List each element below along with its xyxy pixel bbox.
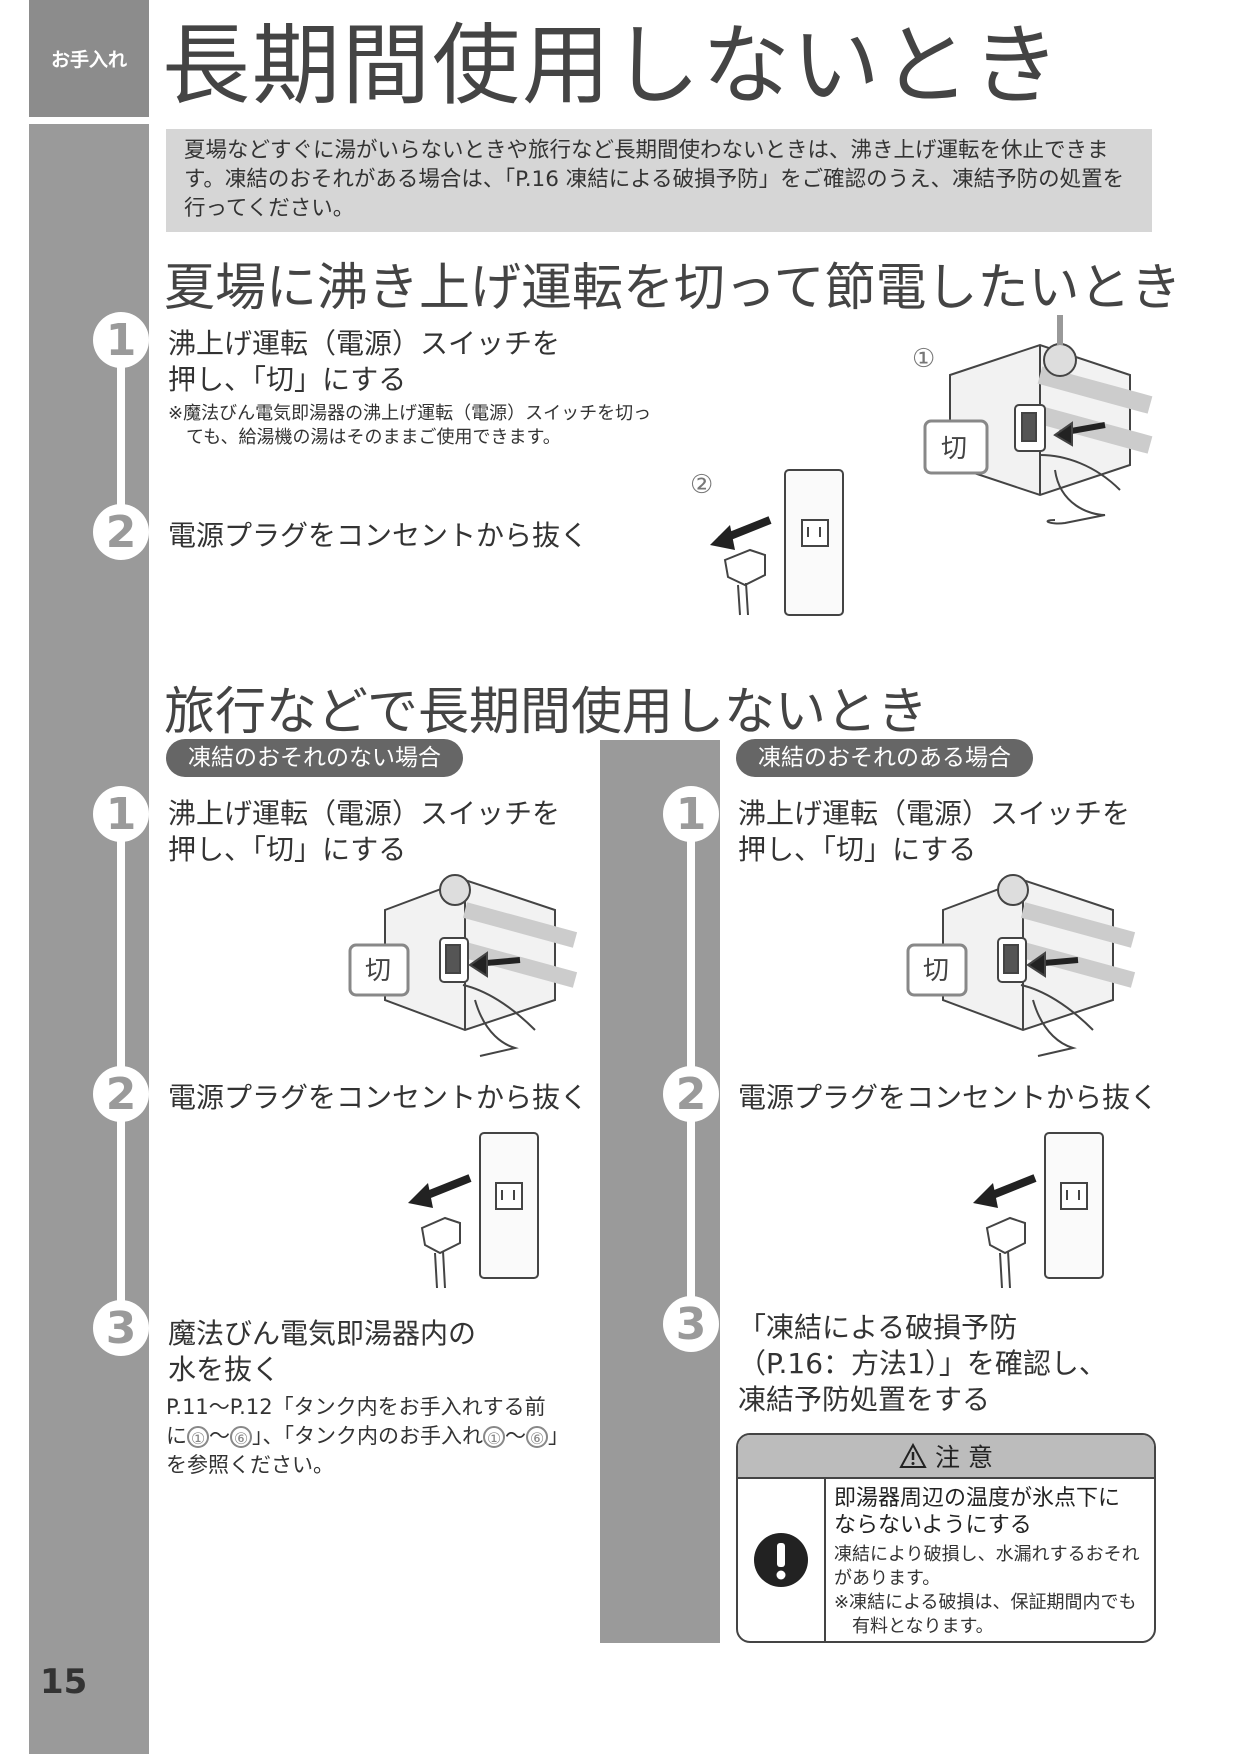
left-plug-illustration	[408, 1132, 539, 1289]
page-title: 長期間使用しないとき	[162, 14, 1063, 117]
note-text: 」、「タンク内のお手入れ	[252, 1424, 483, 1448]
right-step-1-title-l1: 沸上げ運転（電源）スイッチを	[738, 797, 1131, 830]
left-step-3-title-l2: 水を抜く	[168, 1353, 281, 1386]
caution-icon-cell	[738, 1479, 826, 1641]
left-step-2-number: 2	[93, 1066, 149, 1122]
summer-step-1-title-l1: 沸上げ運転（電源）スイッチを	[168, 327, 561, 360]
left-step-3-title-l1: 魔法びん電気即湯器内の	[168, 1317, 477, 1350]
left-step-3-title: 魔法びん電気即湯器内の 水を抜く	[168, 1316, 476, 1388]
warning-triangle-icon	[899, 1443, 927, 1468]
right-switch-illustration: 切	[906, 874, 1136, 1057]
left-step-3-note-line3: を参照ください。	[166, 1453, 334, 1477]
right-plug-illustration	[973, 1132, 1104, 1289]
left-fig-kiri: 切	[365, 956, 391, 986]
left-step-1-title-l2: 押し、「切」にする	[168, 833, 407, 866]
summer-heading: 夏場に沸き上げ運転を切って節電したいとき	[164, 259, 1182, 318]
right-step-2-title: 電源プラグをコンセントから抜く	[738, 1081, 1159, 1114]
caution-body: 即湯器周辺の温度が氷点下に ならないようにする 凍結により破損し、水漏れするおそ…	[738, 1479, 1154, 1641]
caution-text-l3: ※凍結による破損は、保証期間内でも	[834, 1592, 1137, 1613]
left-step-3-number: 3	[93, 1300, 149, 1356]
left-step-2-title: 電源プラグをコンセントから抜く	[168, 1081, 589, 1114]
ref-circle: ⑥	[230, 1426, 252, 1448]
intro-box: 夏場などすぐに湯がいらないときや旅行など長期間使わないときは、沸き上げ運転を休止…	[166, 129, 1152, 232]
summer-step-line	[117, 340, 125, 530]
summer-fig-label-1: ①	[912, 344, 935, 374]
summer-step-1-number: 1	[93, 312, 149, 368]
right-fig-kiri: 切	[923, 956, 949, 986]
pill-no-freeze: 凍結のおそれのない場合	[166, 739, 463, 777]
caution-box: 注 意 即湯器周辺の温度が氷点下に ならないようにする 凍結により破損し、水漏れ…	[736, 1433, 1156, 1643]
left-step-1-number: 1	[93, 786, 149, 842]
note-text: に	[166, 1424, 187, 1448]
page-number: 15	[40, 1662, 88, 1702]
left-switch-illustration: 切	[348, 874, 578, 1057]
summer-step-2-number: 2	[93, 504, 149, 560]
caution-text-l2: があります。	[834, 1568, 941, 1589]
summer-switch-illustration: ① 切	[912, 315, 1153, 525]
caution-head-label: 注 意	[935, 1443, 993, 1472]
caution-text-cell: 即湯器周辺の温度が氷点下に ならないようにする 凍結により破損し、水漏れするおそ…	[826, 1479, 1154, 1641]
summer-fig-kiri: 切	[941, 434, 967, 464]
summer-step-1-title: 沸上げ運転（電源）スイッチを 押し、「切」にする	[168, 326, 560, 398]
section-tag-label: お手入れ	[50, 49, 127, 71]
caution-title-l2: ならないようにする	[834, 1513, 1032, 1538]
left-step-3-note-line1: P.11〜P.12「タンク内をお手入れする前	[166, 1395, 546, 1419]
summer-step-2-title: 電源プラグをコンセントから抜く	[168, 519, 589, 552]
right-step-1-title-l2: 押し、「切」にする	[738, 833, 977, 866]
summer-step-1-note-l2: ても、給湯機の湯はそのままご使用できます。	[186, 427, 561, 448]
right-step-1-number: 1	[663, 786, 719, 842]
note-text: 〜	[209, 1424, 230, 1448]
summer-plug-illustration: ②	[690, 469, 844, 616]
summer-step-1-note: ※魔法びん電気即湯器の沸上げ運転（電源）スイッチを切っ ても、給湯機の湯はそのま…	[168, 402, 651, 450]
right-step-3-title: 「凍結による破損予防 （P.16：方法1）」を確認し、 凍結予防処置をする	[738, 1310, 1107, 1418]
left-step-1-title: 沸上げ運転（電源）スイッチを 押し、「切」にする	[168, 796, 560, 868]
right-step-3-title-l3: 凍結予防処置をする	[738, 1383, 991, 1416]
caution-text-l4: 有料となります。	[852, 1616, 994, 1637]
center-divider	[600, 740, 720, 1643]
pill-freeze: 凍結のおそれのある場合	[736, 739, 1033, 777]
summer-fig-label-2: ②	[690, 470, 713, 500]
section-tag: お手入れ	[29, 0, 149, 117]
ref-circle: ①	[483, 1426, 505, 1448]
ref-circle: ①	[187, 1426, 209, 1448]
right-step-3-number: 3	[663, 1296, 719, 1352]
right-step-2-number: 2	[663, 1066, 719, 1122]
left-sidebar	[29, 124, 149, 1754]
right-step-3-title-l2: （P.16：方法1）」を確認し、	[738, 1347, 1107, 1380]
right-step-1-title: 沸上げ運転（電源）スイッチを 押し、「切」にする	[738, 796, 1130, 868]
exclamation-icon	[754, 1533, 808, 1587]
note-text: 」	[548, 1424, 569, 1448]
caution-header: 注 意	[738, 1435, 1154, 1479]
right-step-3-title-l1: 「凍結による破損予防	[738, 1311, 1018, 1344]
summer-step-1-note-l1: ※魔法びん電気即湯器の沸上げ運転（電源）スイッチを切っ	[168, 403, 652, 424]
note-text: 〜	[505, 1424, 526, 1448]
left-step-1-title-l1: 沸上げ運転（電源）スイッチを	[168, 797, 561, 830]
caution-text-l1: 凍結により破損し、水漏れするおそれ	[834, 1544, 1140, 1565]
caution-title-l1: 即湯器周辺の温度が氷点下に	[834, 1486, 1121, 1511]
ref-circle: ⑥	[526, 1426, 548, 1448]
travel-heading: 旅行などで長期間使用しないとき	[164, 683, 928, 742]
summer-step-1-title-l2: 押し、「切」にする	[168, 363, 407, 396]
